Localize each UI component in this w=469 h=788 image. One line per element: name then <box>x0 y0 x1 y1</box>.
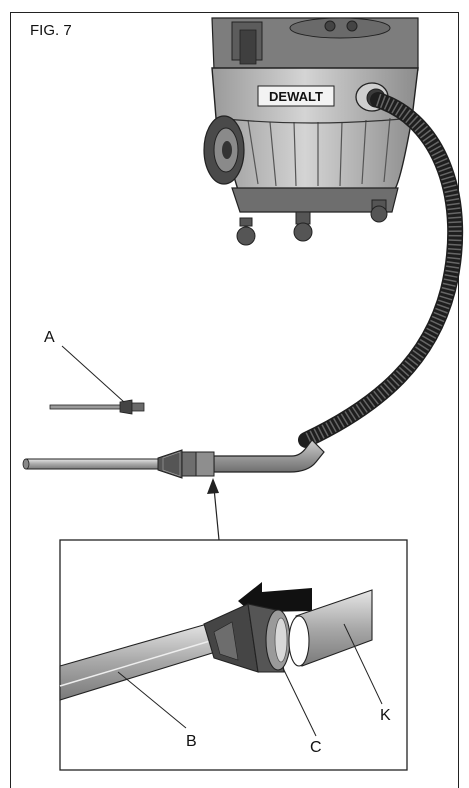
hose <box>298 92 464 448</box>
vacuum-body: DEWALT <box>203 17 419 246</box>
curved-wand <box>22 439 325 479</box>
part-a <box>49 345 145 415</box>
callout-c: C <box>310 739 322 756</box>
brand-logo: DEWALT <box>269 89 323 104</box>
figure-label: FIG. 7 <box>30 22 72 39</box>
pointer-arrow <box>207 478 220 541</box>
callout-k: K <box>380 707 391 724</box>
detail-inset <box>59 539 408 771</box>
figure-frame <box>10 12 459 788</box>
callout-a: A <box>44 329 55 346</box>
callout-b: B <box>186 733 197 750</box>
